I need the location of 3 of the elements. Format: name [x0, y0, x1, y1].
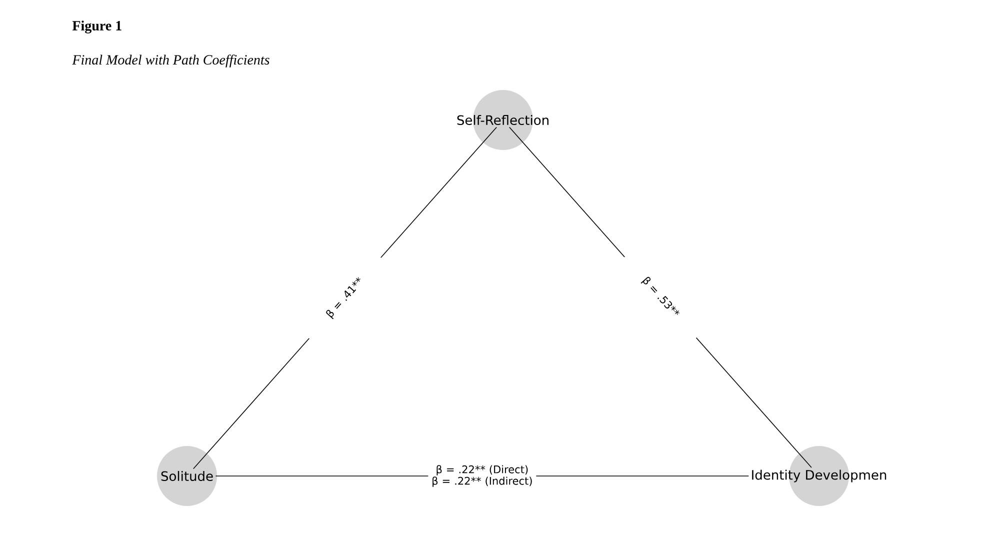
figure-title: Figure 1: [72, 20, 122, 34]
figure-caption: Final Model with Path Coefficients: [72, 54, 270, 68]
edge-label: β = .22** (Direct) β = .22** (Indirect): [428, 463, 536, 489]
